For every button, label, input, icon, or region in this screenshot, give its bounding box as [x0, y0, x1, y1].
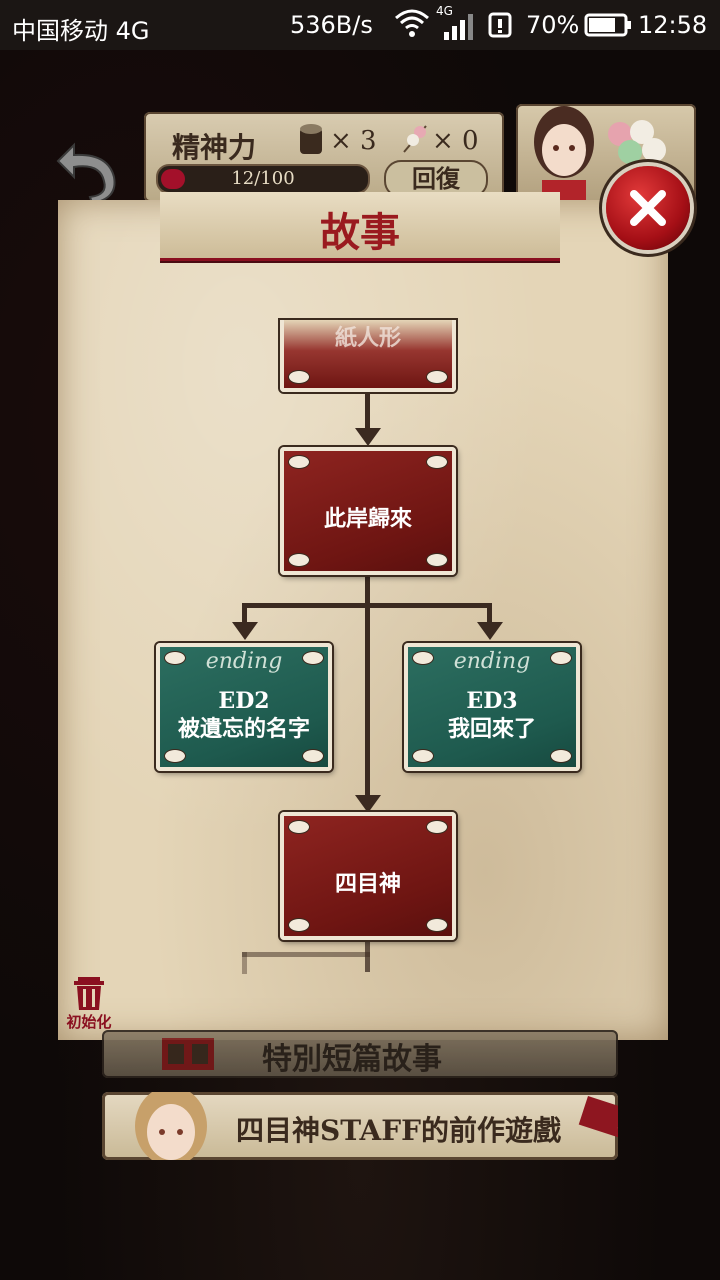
stamina-bar-fill [161, 169, 186, 189]
story-node-paper-doll[interactable]: 紙人形 [280, 320, 456, 392]
eye-ornament [288, 455, 310, 469]
eye-ornament [164, 651, 186, 665]
promo-text: 四目神STAFF的前作遊戲 [236, 1114, 562, 1147]
story-node-four-eyes[interactable]: 四目神 [280, 812, 456, 940]
reset-label: 初始化 [66, 1013, 112, 1031]
arrow-down-icon [355, 428, 381, 446]
close-button[interactable] [606, 166, 690, 250]
back-button[interactable] [52, 135, 122, 205]
carrier-label: 中国移动 4G [12, 17, 150, 45]
eye-ornament [164, 749, 186, 763]
stamina-panel: 精神力 × 3 × 0 12/100 回復 [144, 112, 504, 202]
ending-node-ed2[interactable]: ending ED2 被遺忘的名字 [156, 643, 332, 771]
eye-ornament [302, 651, 324, 665]
promo-banner[interactable]: 四目神STAFF的前作遊戲 推薦 [102, 1092, 618, 1160]
recommend-badge: 推薦 [578, 1096, 618, 1159]
eye-ornament [288, 553, 310, 567]
eye-ornament [426, 553, 448, 567]
ending-tag: ending [453, 649, 531, 674]
story-title-banner: 故事 [160, 192, 560, 261]
node-label: 四目神 [334, 871, 401, 897]
undo-arrow-icon [56, 142, 116, 205]
signal-icon [444, 14, 473, 40]
eye-ornament [426, 455, 448, 469]
connector-line [487, 603, 492, 627]
ending-node-ed3[interactable]: ending ED3 我回來了 [404, 643, 580, 771]
node-label: 此岸歸來 [323, 506, 412, 532]
ending-tag: ending [205, 649, 283, 674]
eye-ornament [426, 370, 448, 384]
connector-line [365, 392, 370, 432]
stamina-label: 精神力 [172, 131, 257, 164]
film-icon [162, 1038, 214, 1070]
eye-ornament [288, 918, 310, 932]
eye-ornament [550, 651, 572, 665]
item2-count: × 0 [432, 126, 479, 156]
story-title: 故事 [320, 209, 400, 256]
connector-branch [242, 603, 492, 608]
connector-line [242, 603, 247, 627]
eye-ornament [302, 749, 324, 763]
connector-line [365, 575, 370, 799]
special-banner-text: 特別短篇故事 [262, 1042, 442, 1077]
clock: 12:58 [638, 11, 708, 39]
eye-ornament [412, 749, 434, 763]
eye-ornament [426, 820, 448, 834]
special-story-banner[interactable]: 特別短篇故事 [102, 1030, 618, 1078]
network-type-badge: 4G [436, 4, 453, 18]
eye-ornament [550, 749, 572, 763]
sim-alert-icon [488, 12, 512, 38]
story-node-return[interactable]: 此岸歸來 [280, 447, 456, 575]
node-label: 紙人形 [334, 325, 401, 351]
reset-button[interactable]: 初始化 [62, 975, 116, 1035]
battery-percent: 70% [526, 11, 580, 39]
connector-line [242, 952, 247, 974]
network-speed: 536B/s [290, 11, 373, 39]
arrow-down-icon [232, 622, 258, 640]
eye-ornament [426, 918, 448, 932]
trash-icon [74, 977, 104, 1010]
incense-item-icon [300, 124, 322, 154]
ending-code: ED2 [218, 688, 270, 714]
wifi-icon [395, 9, 429, 37]
ending-name: 被遺忘的名字 [177, 716, 310, 742]
status-bar: 中国移动 4G 536B/s 4G 70% 12:58 [0, 0, 720, 50]
dango-bundle-icon [608, 120, 666, 164]
eye-ornament [288, 820, 310, 834]
battery-icon [584, 13, 631, 37]
eye-ornament [288, 370, 310, 384]
stamina-value: 12/100 [231, 168, 295, 189]
ending-code: ED3 [466, 688, 518, 714]
eye-ornament [412, 651, 434, 665]
ending-name: 我回來了 [447, 716, 536, 742]
connector-branch [242, 952, 370, 957]
arrow-down-icon [355, 795, 381, 813]
close-icon [630, 190, 666, 226]
dango-item-icon [403, 125, 427, 153]
arrow-down-icon [477, 622, 503, 640]
promo-character-portrait [135, 1092, 207, 1160]
item1-count: × 3 [330, 126, 377, 156]
character-avatar [534, 106, 594, 204]
stamina-bar: 12/100 [156, 164, 370, 194]
